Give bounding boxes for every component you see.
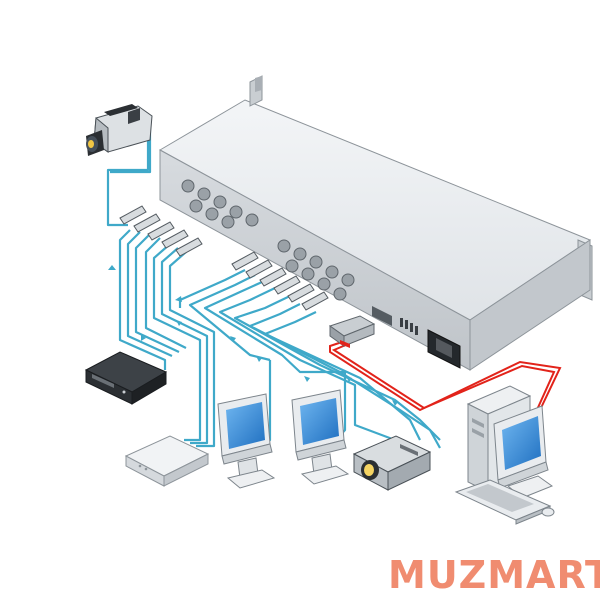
dvd-recorder-icon xyxy=(84,351,168,405)
rs232-cable xyxy=(329,339,562,413)
watermark: MUZMART xyxy=(0,548,600,598)
computer-icon xyxy=(454,385,555,525)
watermark-text: MUZMART xyxy=(388,553,600,597)
matrix-switcher xyxy=(158,75,593,371)
monitor-icon xyxy=(291,389,350,485)
bnc-plugs xyxy=(119,205,329,311)
projector-icon xyxy=(352,435,432,491)
video-cables xyxy=(106,118,441,453)
set-top-box-icon xyxy=(124,435,210,487)
db9-connector xyxy=(328,315,376,348)
video-camera-icon xyxy=(86,104,153,156)
cable-arrows xyxy=(108,265,398,406)
monitor-icon xyxy=(217,393,276,489)
